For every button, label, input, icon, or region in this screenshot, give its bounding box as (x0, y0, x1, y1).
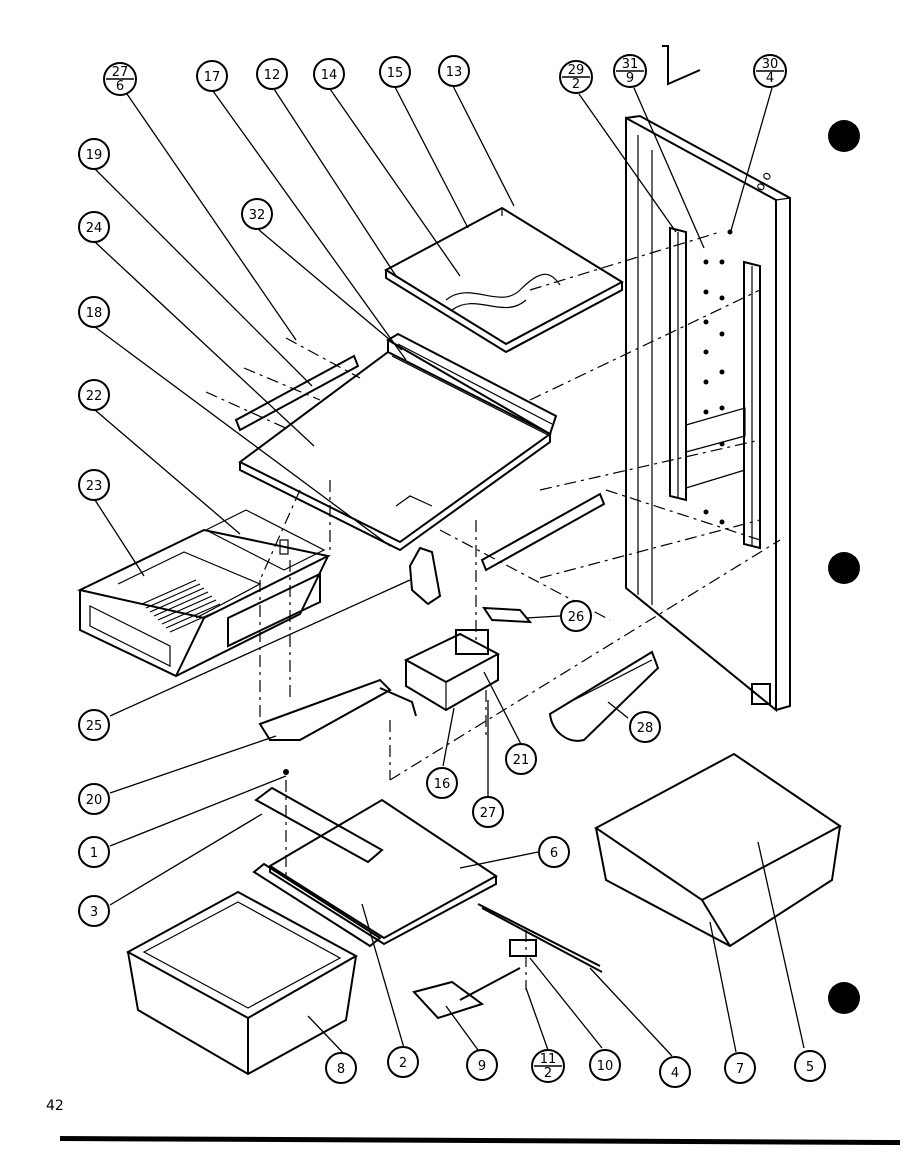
cantilever-shelf-part (234, 332, 606, 572)
callout-c4: 4 (659, 1056, 691, 1088)
drawer-cover-part (252, 786, 498, 948)
callout-c17: 17 (196, 60, 228, 92)
callout-c20: 20 (78, 783, 110, 815)
callout-label: 21 (513, 753, 530, 768)
callout-label: 2 (399, 1056, 407, 1071)
callout-c19: 19 (78, 138, 110, 170)
callout-c21: 21 (505, 743, 537, 775)
callout-c16: 16 (426, 767, 458, 799)
callout-label: 12 (264, 68, 281, 83)
callout-c14: 14 (313, 58, 345, 90)
callout-label: 32 (249, 208, 266, 223)
callout-c27-6: 27 6 (103, 62, 137, 96)
drawer-slide-parts (412, 903, 603, 1020)
callout-label: 4 (671, 1066, 679, 1081)
callout-top: 11 (540, 1052, 557, 1067)
binder-hole-bottom (828, 982, 860, 1014)
callout-label: 10 (597, 1059, 614, 1074)
callout-c28: 28 (629, 711, 661, 743)
callout-bottom: 6 (116, 79, 124, 94)
hardware-parts (258, 546, 533, 775)
callout-label: 27 (480, 806, 497, 821)
callout-label: 20 (86, 793, 103, 808)
shelf-rails-part (669, 226, 761, 550)
callout-c7: 7 (724, 1052, 756, 1084)
callout-label: 17 (204, 70, 221, 85)
scan-edge (60, 1136, 900, 1145)
callout-bottom: 2 (572, 77, 580, 92)
callout-c2: 2 (387, 1046, 419, 1078)
callout-c31-9: 31 9 (613, 54, 647, 88)
svg-text:o o: o o (752, 169, 775, 194)
callout-c23: 23 (78, 469, 110, 501)
callout-label: 18 (86, 306, 103, 321)
callout-c18: 18 (78, 296, 110, 328)
callout-label: 28 (637, 721, 654, 736)
callout-label: 24 (86, 221, 103, 236)
door-bin-part (548, 650, 660, 742)
callout-label: 26 (568, 610, 585, 625)
callout-c10: 10 (589, 1049, 621, 1081)
callout-c27: 27 (472, 796, 504, 828)
callout-top: 29 (568, 63, 585, 78)
callout-c25: 25 (78, 709, 110, 741)
callout-c3: 3 (78, 895, 110, 927)
callout-label: 6 (550, 846, 558, 861)
callout-c6: 6 (538, 836, 570, 868)
callout-c12: 12 (256, 58, 288, 90)
callout-c29-2: 29 2 (559, 60, 593, 94)
callout-label: 25 (86, 719, 103, 734)
callout-bottom: 2 (544, 1066, 552, 1081)
callout-label: 7 (736, 1062, 744, 1077)
glass-shelf-part (383, 206, 625, 354)
page-number: 42 (46, 1098, 64, 1114)
callout-c5: 5 (794, 1050, 826, 1082)
binder-hole-middle (828, 552, 860, 584)
callout-c13: 13 (438, 55, 470, 87)
callout-c30-4: 30 4 (753, 54, 787, 88)
binder-hole-top (828, 120, 860, 152)
callout-bottom: 9 (626, 71, 634, 86)
callout-label: 5 (806, 1060, 814, 1075)
callout-c9: 9 (466, 1049, 498, 1081)
callout-label: 3 (90, 905, 98, 920)
callout-label: 1 (90, 846, 98, 861)
callout-c1: 1 (78, 836, 110, 868)
drawer-pan-part (125, 890, 359, 1076)
callout-label: 8 (337, 1062, 345, 1077)
meat-keeper-part (594, 752, 842, 948)
callout-c26: 26 (560, 600, 592, 632)
callout-label: 22 (86, 389, 103, 404)
callout-c24: 24 (78, 211, 110, 243)
leader-lines (94, 85, 805, 1059)
callout-label: 19 (86, 148, 103, 163)
callout-c15: 15 (379, 56, 411, 88)
callout-c11-2: 11 2 (531, 1049, 565, 1083)
crisper-pan-part (76, 509, 332, 678)
callout-label: 14 (321, 68, 338, 83)
callout-label: 9 (478, 1059, 486, 1074)
callout-top: 31 (622, 57, 639, 72)
callout-label: 23 (86, 479, 103, 494)
callout-label: 13 (446, 65, 463, 80)
callout-c22: 22 (78, 379, 110, 411)
cabinet-liner-part: o o (625, 45, 791, 713)
assembly-lines (205, 231, 781, 990)
callout-c8: 8 (325, 1052, 357, 1084)
callout-c32: 32 (241, 198, 273, 230)
callout-label: 16 (434, 777, 451, 792)
callout-top: 30 (762, 57, 779, 72)
callout-top: 27 (112, 65, 129, 80)
callout-bottom: 4 (766, 71, 774, 86)
callout-label: 15 (387, 66, 404, 81)
